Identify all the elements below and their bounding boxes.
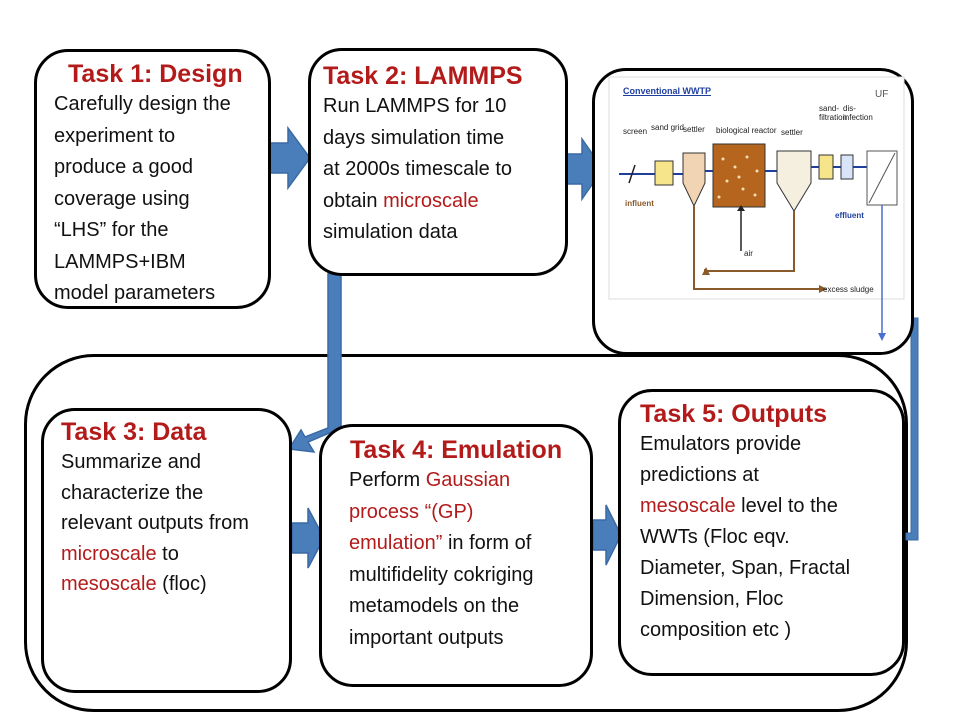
- task3-line: microscale to: [61, 539, 289, 570]
- task1-title: Task 1: Design: [68, 60, 243, 88]
- task1-body: Carefully design the experiment to produ…: [54, 89, 268, 310]
- wwtp-label-air: air: [744, 249, 753, 258]
- task3-text: to: [156, 542, 179, 565]
- task4-body: Perform Gaussian process “(GP) emulation…: [349, 465, 590, 654]
- wwtp-label-bioreactor: biological reactor: [716, 126, 777, 135]
- task4-line: process “(GP): [349, 500, 474, 523]
- task5-line: Emulators provide: [640, 433, 802, 455]
- arrow-task4-to-task5: [592, 504, 622, 566]
- arrow-task2-to-task3: [287, 273, 342, 453]
- task2-line: days simulation time: [323, 126, 505, 149]
- highlight-gaussian: Gaussian: [425, 469, 511, 491]
- highlight-mesoscale: mesoscale: [640, 495, 736, 517]
- arrow-task3-to-task4: [291, 507, 325, 569]
- screen-mark: [628, 164, 636, 184]
- task2-line: Run LAMMPS for 10: [323, 95, 507, 117]
- wwtp-label-sand-filtration: sand- filtration: [819, 104, 848, 122]
- task5-text: level to the: [735, 495, 838, 517]
- task1-line: model parameters: [54, 282, 216, 304]
- task2-title: Task 2: LAMMPS: [323, 62, 523, 90]
- task4-title: Task 4: Emulation: [350, 436, 563, 464]
- highlight-microscale: microscale: [61, 542, 157, 565]
- task5-body: Emulators provide predictions at mesosca…: [640, 429, 902, 646]
- task1-line: LAMMPS+IBM: [54, 250, 186, 273]
- task5-line: WWTs (Floc eqv.: [640, 526, 790, 548]
- excess-sludge-line: [693, 206, 821, 290]
- task3-box: Task 3: Data Summarize and characterize …: [41, 408, 292, 693]
- task4-line: multifidelity cokriging: [349, 563, 534, 586]
- wwtp-label-excess-sludge: excess sludge: [823, 285, 874, 294]
- task3-line: mesoscale (floc): [61, 569, 289, 600]
- task4-line: Perform Gaussian: [349, 465, 590, 497]
- task2-line: simulation data: [323, 221, 458, 243]
- wwtp-label-uf: UF: [875, 89, 889, 100]
- task2-box: Task 2: LAMMPS Run LAMMPS for 10 days si…: [308, 48, 568, 276]
- task1-line: produce a good: [54, 156, 194, 178]
- disinfection-unit: [840, 154, 854, 180]
- task1-line: experiment to: [54, 124, 176, 147]
- settler-1-unit: [682, 152, 706, 208]
- wwtp-label-settler2: settler: [781, 128, 803, 137]
- highlight-emulation: emulation”: [349, 532, 443, 554]
- task5-box: Task 5: Outputs Emulators provide predic…: [618, 389, 905, 676]
- wwtp-diagram-box: Conventional WWTP screen sand grid settl…: [592, 68, 914, 355]
- task1-line: “LHS” for the: [54, 219, 169, 241]
- wwtp-label-screen: screen: [623, 127, 648, 136]
- task4-line: important outputs: [349, 626, 504, 649]
- task1-line: Carefully design the: [54, 93, 231, 115]
- task2-line: obtain microscale: [323, 186, 565, 218]
- wwtp-label-effluent: effluent: [835, 211, 864, 220]
- task4-text: Perform: [349, 469, 426, 491]
- task2-text: obtain: [323, 189, 384, 212]
- task4-box: Task 4: Emulation Perform Gaussian proce…: [319, 424, 593, 687]
- task3-line: relevant outputs from: [61, 512, 249, 534]
- task3-text: (floc): [156, 573, 207, 595]
- task4-line: emulation” in form of: [349, 528, 590, 560]
- wwtp-label-sand-grid: sand grid: [651, 123, 684, 132]
- task5-line: mesoscale level to the: [640, 491, 902, 522]
- arrow-task1-to-task2: [269, 125, 311, 191]
- wwtp-label-disinfection: dis- infection: [843, 104, 873, 122]
- task3-line: characterize the: [61, 481, 204, 504]
- sand-filtration-unit: [818, 154, 834, 180]
- task2-body: Run LAMMPS for 10 days simulation time a…: [323, 91, 565, 249]
- task4-text: in form of: [442, 532, 532, 554]
- task1-line: coverage using: [54, 187, 190, 210]
- task3-line: Summarize and: [61, 451, 202, 473]
- highlight-mesoscale: mesoscale: [61, 573, 157, 595]
- task4-line: metamodels on the: [349, 595, 520, 617]
- task1-box: Task 1: Design Carefully design the expe…: [34, 49, 271, 309]
- settler-2-unit: [776, 150, 812, 212]
- task2-line: at 2000s timescale to: [323, 158, 512, 180]
- task5-line: Dimension, Floc: [640, 588, 784, 610]
- sand-grid-unit: [654, 160, 674, 186]
- wwtp-title: Conventional WWTP: [623, 86, 711, 96]
- task3-title: Task 3: Data: [61, 418, 207, 446]
- highlight-microscale: microscale: [383, 189, 479, 212]
- task5-line: composition etc ): [640, 619, 792, 641]
- wwtp-label-influent: influent: [625, 199, 654, 208]
- task5-line: predictions at: [640, 464, 759, 486]
- task5-line: Diameter, Span, Fractal: [640, 557, 851, 579]
- wwtp-diagram: [608, 76, 905, 341]
- task5-title: Task 5: Outputs: [640, 400, 828, 428]
- task3-body: Summarize and characterize the relevant …: [61, 447, 289, 600]
- wwtp-label-settler1: settler: [683, 125, 705, 134]
- connector-wwtp-to-task5: [905, 317, 919, 541]
